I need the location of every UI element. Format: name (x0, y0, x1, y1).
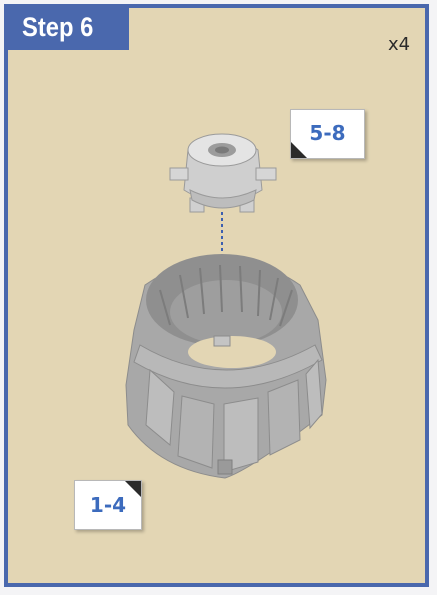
corner-marker-icon (125, 481, 141, 497)
part-callout-top: 5-8 (290, 109, 365, 159)
corner-marker-icon (291, 142, 307, 158)
part-callout-bottom: 1-4 (74, 480, 142, 530)
cap-part-illustration (170, 134, 276, 212)
cone-shell-illustration (126, 254, 326, 478)
